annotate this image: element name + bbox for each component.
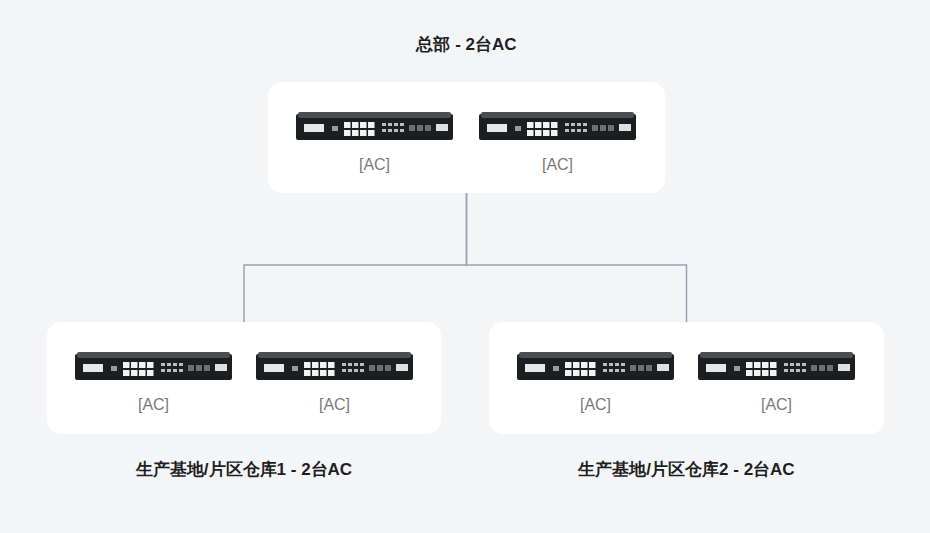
site-heading: 生产基地/片区仓库2 - 2台AC	[578, 458, 794, 481]
switch-illustration	[517, 352, 674, 380]
ac-device: [AC]	[256, 352, 413, 422]
site-heading: 总部 - 2台AC	[416, 33, 516, 56]
tree-connector	[244, 193, 467, 322]
device-label: [AC]	[359, 156, 390, 174]
device-label: [AC]	[761, 396, 792, 414]
site-panel: 生产基地/片区仓库1 - 2台AC[AC][AC]	[47, 322, 441, 434]
tree-connector	[467, 193, 687, 322]
switch-illustration	[479, 112, 636, 140]
switch-illustration	[296, 112, 453, 140]
site-heading: 生产基地/片区仓库1 - 2台AC	[136, 458, 352, 481]
device-label: [AC]	[542, 156, 573, 174]
ac-device: [AC]	[75, 352, 232, 422]
ac-device: [AC]	[479, 112, 636, 182]
ac-device: [AC]	[517, 352, 674, 422]
ac-device: [AC]	[296, 112, 453, 182]
site-panel: 总部 - 2台AC[AC][AC]	[268, 82, 665, 193]
switch-illustration	[75, 352, 232, 380]
device-label: [AC]	[580, 396, 611, 414]
switch-illustration	[256, 352, 413, 380]
ac-device: [AC]	[698, 352, 855, 422]
device-label: [AC]	[138, 396, 169, 414]
device-label: [AC]	[319, 396, 350, 414]
site-panel: 生产基地/片区仓库2 - 2台AC[AC][AC]	[489, 322, 884, 434]
switch-illustration	[698, 352, 855, 380]
